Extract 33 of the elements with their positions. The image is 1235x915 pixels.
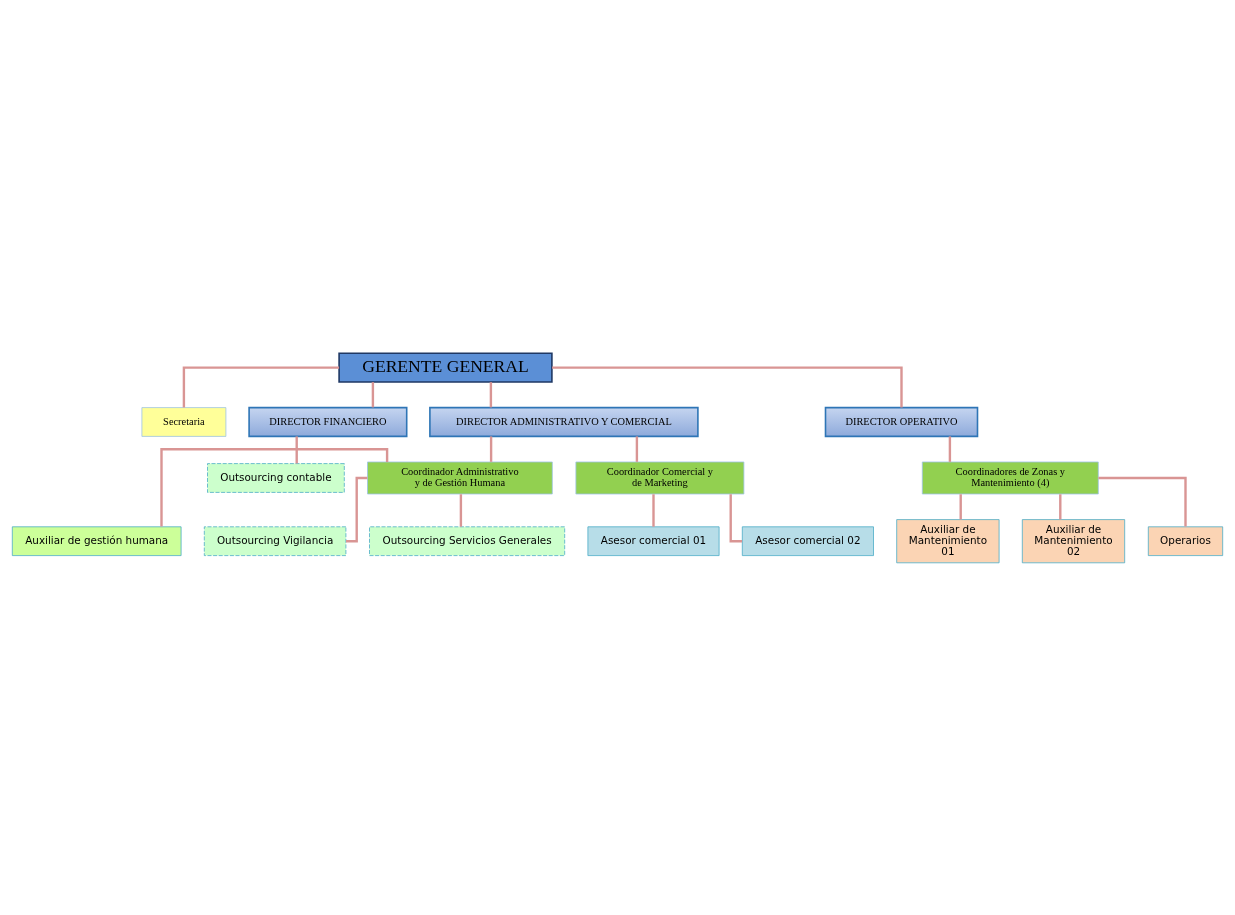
connector xyxy=(959,493,962,519)
node-box: Outsourcing Servicios Generales xyxy=(369,525,566,556)
connector xyxy=(160,447,389,527)
node-box: Outsourcing contable xyxy=(207,462,345,493)
node-box: Secretaria xyxy=(141,406,227,437)
connector xyxy=(346,476,368,542)
connector xyxy=(552,365,903,407)
connector xyxy=(1059,493,1062,519)
connector xyxy=(948,435,952,462)
node-box: Operarios xyxy=(1147,525,1224,556)
node-box: DIRECTOR FINANCIERO xyxy=(248,406,408,437)
node-box: Outsourcing Vigilancia xyxy=(203,525,347,556)
node-box: Coordinadores de Zonas y Mantenimiento (4) xyxy=(921,461,1099,494)
connector xyxy=(729,493,743,542)
connector xyxy=(459,493,463,527)
connector xyxy=(371,381,375,407)
connector xyxy=(489,435,493,462)
connector xyxy=(1098,476,1187,527)
node-box: Auxiliar de Mantenimiento 01 xyxy=(896,518,1000,563)
connector xyxy=(182,365,340,407)
node-box: Auxiliar de gestión humana xyxy=(11,525,182,556)
node-box: DIRECTOR ADMINISTRATIVO Y COMERCIAL xyxy=(429,406,699,437)
node-box: Asesor comercial 01 xyxy=(587,525,720,556)
node-box: Auxiliar de Mantenimiento 02 xyxy=(1021,518,1126,563)
node-box: Coordinador Comercial y de Marketing xyxy=(575,461,745,494)
connector xyxy=(295,435,298,463)
connector xyxy=(635,435,639,462)
connector xyxy=(652,493,655,527)
node-box: Asesor comercial 02 xyxy=(741,525,874,556)
node-box: GERENTE GENERAL xyxy=(338,351,553,383)
node-box: Coordinador Administrativo y de Gestión Humana xyxy=(367,461,553,494)
connector xyxy=(489,381,493,407)
node-box: DIRECTOR OPERATIVO xyxy=(824,406,979,437)
